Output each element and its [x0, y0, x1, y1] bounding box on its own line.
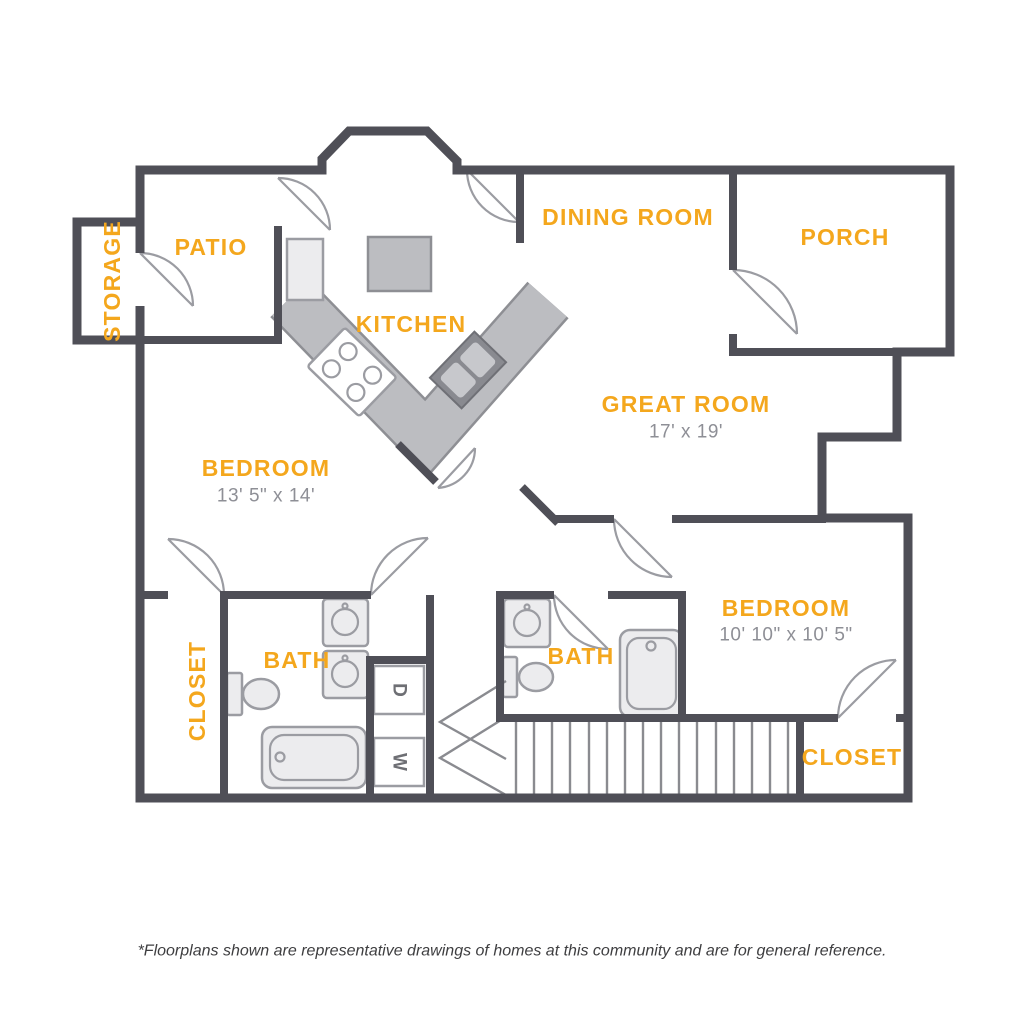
patio-label: PATIO [175, 234, 248, 260]
washer-icon: W [372, 736, 426, 788]
stairs [514, 722, 790, 794]
closet-second-door-arc [836, 658, 897, 719]
storage-door-arc [139, 251, 195, 307]
dryer-label: D [389, 683, 410, 697]
dryer-icon: D [372, 664, 426, 716]
doors [139, 169, 897, 719]
bath-main-label: BATH [264, 647, 331, 673]
bathtub-icon [618, 628, 685, 719]
great-room-dimensions: 17' x 19' [649, 422, 723, 443]
storage-label: STORAGE [99, 220, 125, 342]
porch-label: PORCH [800, 224, 889, 250]
footer-disclaimer: *Floorplans shown are representative dra… [138, 943, 887, 960]
bedroom-second-dimensions: 10' 10" x 10' 5" [719, 625, 852, 646]
dining-door-arc [465, 169, 520, 224]
vanity-sink-icon [502, 597, 552, 649]
great-room-label: GREAT ROOM [602, 391, 771, 417]
bath-second-door-arc [552, 594, 609, 651]
kitchen-label: KITCHEN [356, 311, 467, 337]
bedroom-second-label: BEDROOM [722, 595, 851, 621]
refrigerator-icon [285, 237, 325, 302]
toilet-icon [225, 671, 281, 717]
bedroom-main-label: BEDROOM [202, 455, 331, 481]
bath-main-door-arc [369, 536, 429, 596]
interior-walls [136, 166, 908, 798]
stair-break-icon [437, 679, 507, 797]
patio-door-arc [277, 176, 332, 231]
dining-room-label: DINING ROOM [542, 204, 714, 230]
washer-label: W [389, 753, 410, 771]
stove-icon [307, 327, 397, 417]
toilet-icon [501, 655, 555, 699]
bath-second-label: BATH [548, 643, 615, 669]
exterior-walls [72, 126, 955, 803]
kitchen-sink-icon [428, 330, 508, 410]
bedroom-second-door-arc [612, 518, 673, 579]
closet-second-label: CLOSET [802, 744, 902, 770]
closet-main-door-arc [167, 537, 226, 596]
porch-door-arc [732, 268, 799, 335]
bedroom-main-dimensions: 13' 5" x 14' [217, 486, 315, 507]
bathtub-icon [260, 725, 368, 790]
closet-main-label: CLOSET [184, 641, 210, 741]
kitchen-door-arc [437, 447, 477, 490]
vanity-sink-icon [321, 597, 370, 648]
kitchen-island [366, 235, 433, 293]
